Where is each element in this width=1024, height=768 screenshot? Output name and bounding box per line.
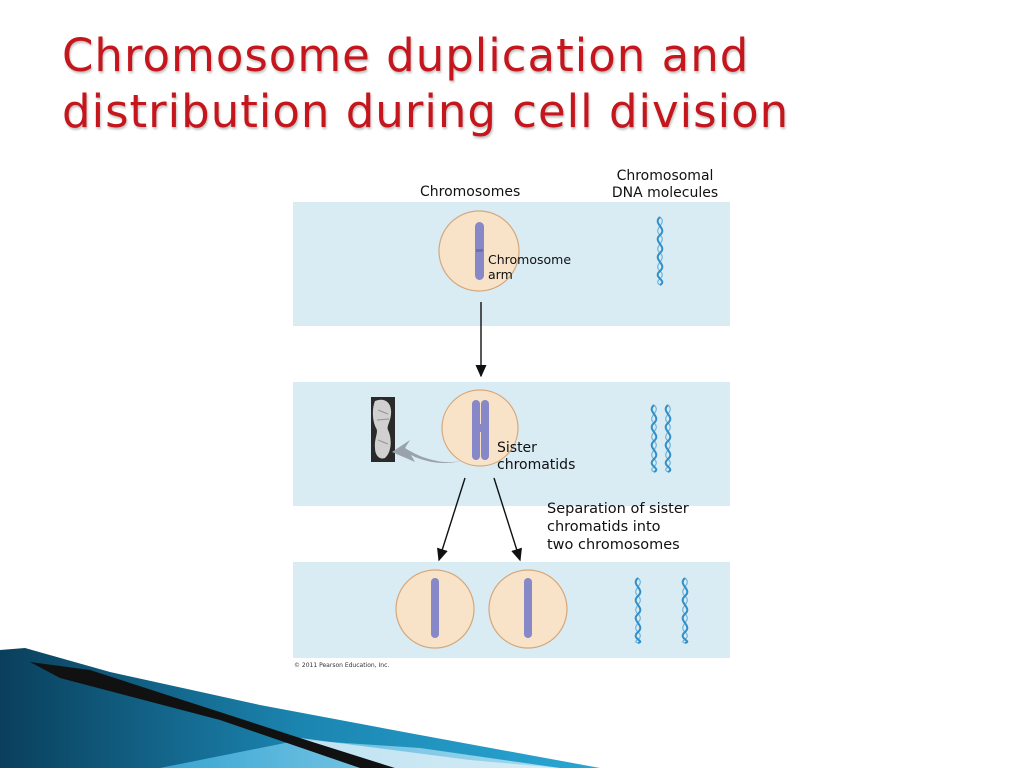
- header-dna-line2: DNA molecules: [612, 185, 718, 201]
- label-separation-line3: two chromosomes: [547, 537, 680, 553]
- label-separation-line2: chromatids into: [547, 519, 661, 535]
- header-dna-line1: Chromosomal: [617, 168, 714, 184]
- label-sister-line2: chromatids: [497, 457, 575, 473]
- chromosome-daughter-right: [524, 578, 532, 638]
- label-chromosome-arm-line2: arm: [488, 267, 513, 282]
- label-chromosome-arm-line1: Chromosome: [488, 252, 571, 267]
- micrograph-image: [371, 397, 395, 462]
- header-chromosomes: Chromosomes: [420, 184, 520, 200]
- chromosome-daughter-left: [431, 578, 439, 638]
- label-separation-line1: Separation of sister: [547, 501, 689, 517]
- chromosome-single: [475, 222, 484, 280]
- label-sister-line1: Sister: [497, 440, 537, 456]
- copyright-text: © 2011 Pearson Education, Inc.: [294, 662, 389, 669]
